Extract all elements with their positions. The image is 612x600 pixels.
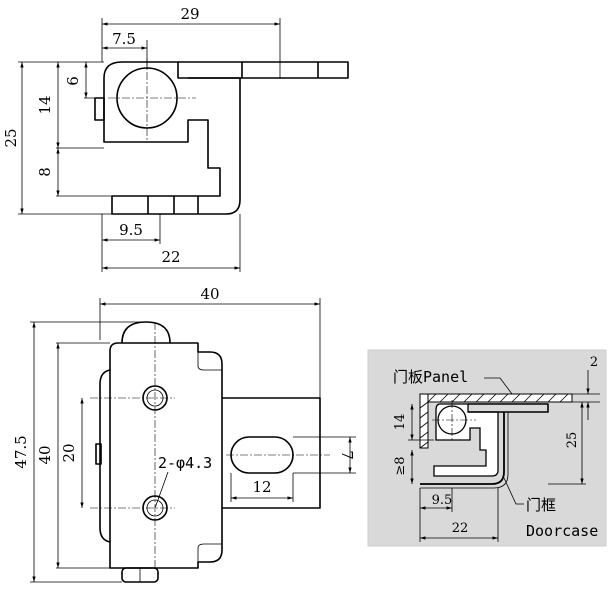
top-view: 29 7.5 25 14 8 6 9.5 22 — [2, 5, 349, 272]
top-view-top-plate — [178, 61, 349, 79]
dim-9-5: 9.5 — [119, 221, 143, 239]
dim-12: 12 — [252, 478, 271, 496]
dim-40-top: 40 — [200, 285, 219, 303]
dim-14: 14 — [36, 95, 54, 114]
inset-dim-22: 22 — [452, 521, 469, 536]
pivot-pin-stub — [94, 97, 105, 121]
front-body-outline — [109, 342, 223, 569]
panel-wall — [419, 393, 429, 449]
panel-label: 门板Panel — [393, 368, 468, 386]
left-small-tab — [95, 443, 102, 465]
dim-6: 6 — [64, 76, 82, 86]
dim-7: 7 — [338, 450, 356, 460]
dim-20: 20 — [60, 443, 78, 462]
dim-22: 22 — [161, 248, 180, 266]
installation-inset: 门板Panel 2 25 14 ≥8 9.5 22 门框 Doorcase — [367, 349, 607, 547]
inset-dim-ge8: ≥8 — [393, 456, 408, 475]
dim-7-5: 7.5 — [112, 30, 136, 48]
inset-dim-25: 25 — [565, 432, 580, 449]
front-view: 40 47.5 40 20 2-φ4.3 7 12 — [12, 285, 356, 583]
doorcase-cn-label: 门框 — [526, 496, 556, 514]
inset-dim-14: 14 — [393, 414, 408, 431]
hole-spec-label: 2-φ4.3 — [158, 454, 212, 472]
top-view-body-outline — [103, 61, 241, 215]
inset-dim-2: 2 — [590, 355, 598, 370]
dim-29: 29 — [180, 5, 199, 23]
left-lip — [99, 369, 111, 543]
dim-47-5: 47.5 — [12, 435, 30, 468]
right-extension — [222, 397, 321, 509]
dim-8: 8 — [36, 167, 54, 177]
doorcase-en-label: Doorcase — [526, 522, 598, 540]
dim-25: 25 — [2, 128, 20, 147]
top-dome — [121, 321, 171, 344]
dim-40-left: 40 — [36, 445, 54, 464]
inset-dim-9-5: 9.5 — [432, 493, 453, 508]
doorcase-frame — [420, 412, 505, 485]
